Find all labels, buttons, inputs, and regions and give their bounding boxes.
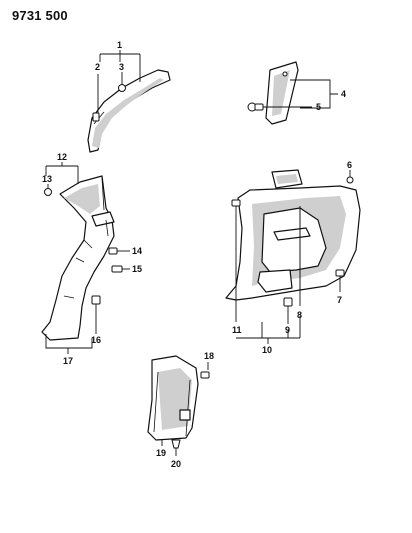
callout-19: 19 xyxy=(156,448,166,458)
clip-5 xyxy=(247,102,264,112)
screw-3 xyxy=(118,84,126,92)
clip-9 xyxy=(283,297,293,307)
callout-14: 14 xyxy=(132,246,142,256)
callout-5: 5 xyxy=(316,102,321,112)
callout-15: 15 xyxy=(132,264,142,274)
callout-17: 17 xyxy=(63,356,73,366)
callout-11: 11 xyxy=(232,325,242,335)
callout-16: 16 xyxy=(91,335,101,345)
clip-16 xyxy=(91,295,101,305)
clip-20 xyxy=(171,439,181,449)
clip-6 xyxy=(346,176,354,184)
clip-14 xyxy=(108,247,118,255)
clip-13 xyxy=(44,188,52,196)
clip-7 xyxy=(335,269,345,277)
clip-15 xyxy=(111,265,123,273)
callout-8: 8 xyxy=(297,310,302,320)
clip-18 xyxy=(200,371,210,379)
callout-9: 9 xyxy=(285,325,290,335)
callout-12: 12 xyxy=(57,152,67,162)
callout-13: 13 xyxy=(42,174,52,184)
callout-2: 2 xyxy=(95,62,100,72)
callout-3: 3 xyxy=(119,62,124,72)
clip-2 xyxy=(92,112,100,122)
pillar-trim-front xyxy=(87,69,171,153)
callout-20: 20 xyxy=(171,459,181,469)
callout-10: 10 xyxy=(262,345,272,355)
pillar-trim-rear xyxy=(265,61,299,125)
callout-18: 18 xyxy=(204,351,214,361)
callout-1: 1 xyxy=(117,40,122,50)
lower-side-trim xyxy=(147,355,199,441)
callout-6: 6 xyxy=(347,160,352,170)
callout-4: 4 xyxy=(341,89,346,99)
rear-quarter-panel xyxy=(225,169,361,301)
callout-7: 7 xyxy=(337,295,342,305)
clip-11 xyxy=(231,199,241,207)
quarter-pillar-trim xyxy=(41,175,115,341)
diagram-part-number: 9731 500 xyxy=(12,8,68,23)
